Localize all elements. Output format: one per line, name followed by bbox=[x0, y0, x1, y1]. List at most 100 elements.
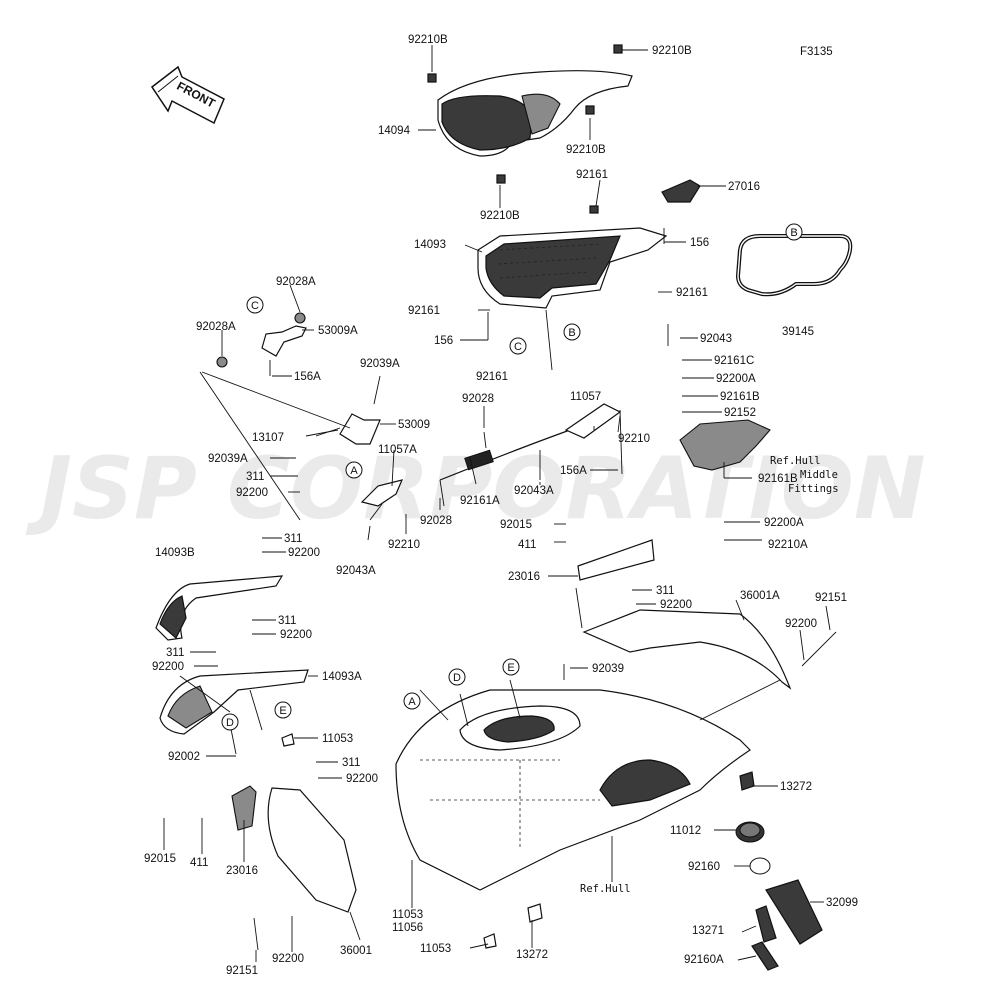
part-11053-clip bbox=[281, 733, 295, 747]
part-label: 36001 bbox=[340, 945, 372, 957]
clip-icon bbox=[585, 105, 595, 115]
part-label: 92039A bbox=[208, 453, 248, 465]
part-label: 92161 bbox=[576, 169, 608, 181]
part-label: 13272 bbox=[780, 781, 812, 793]
part-13272-plate bbox=[739, 771, 755, 791]
part-label: 14093B bbox=[155, 547, 195, 559]
part-label: 92028A bbox=[276, 276, 316, 288]
part-14093-tray bbox=[477, 227, 668, 309]
part-label: 36001A bbox=[740, 590, 780, 602]
bolt-icons bbox=[229, 228, 837, 951]
part-14094-cowl bbox=[437, 70, 633, 157]
part-label: 92210 bbox=[618, 433, 650, 445]
part-label: 92200 bbox=[236, 487, 268, 499]
part-label: 92151 bbox=[226, 965, 258, 977]
part-label: 39145 bbox=[782, 326, 814, 338]
part-label: 92200 bbox=[272, 953, 304, 965]
marker-d-2: D bbox=[221, 713, 239, 731]
part-cable bbox=[439, 429, 571, 481]
part-13272-plate bbox=[527, 903, 543, 923]
part-label: 13271 bbox=[692, 925, 724, 937]
part-label: 92200A bbox=[764, 517, 804, 529]
part-label: 13272 bbox=[516, 949, 548, 961]
part-label: 92210B bbox=[652, 45, 692, 57]
marker-d-1: D bbox=[448, 668, 466, 686]
clip-icon bbox=[589, 205, 599, 214]
svg-text:E: E bbox=[279, 705, 286, 717]
part-label: 92200 bbox=[288, 547, 320, 559]
part-label: 92161 bbox=[476, 371, 508, 383]
marker-a-1: A bbox=[345, 461, 363, 479]
marker-c-1: C bbox=[246, 296, 264, 314]
part-label: 92028A bbox=[196, 321, 236, 333]
part-label: 92043A bbox=[514, 485, 554, 497]
part-label: 92015 bbox=[500, 519, 532, 531]
part-number-labels: 92210B 92210B 14094 92210B 92161 27016 9… bbox=[144, 34, 858, 977]
part-label: 156 bbox=[434, 335, 453, 347]
figure-code: F3135 bbox=[800, 46, 833, 58]
marker-e-2: E bbox=[274, 701, 292, 719]
part-label: 411 bbox=[190, 857, 208, 869]
part-label: 92200 bbox=[280, 629, 312, 641]
svg-text:B: B bbox=[790, 227, 797, 239]
part-label: 92002 bbox=[168, 751, 200, 763]
circle-markers: C B C B C A A D E D E bbox=[221, 223, 803, 731]
part-label: 23016 bbox=[226, 865, 258, 877]
part-label: 11053 bbox=[420, 943, 451, 955]
part-label: 92039A bbox=[360, 358, 400, 370]
part-label: 92200 bbox=[660, 599, 692, 611]
part-label: 311 bbox=[656, 585, 674, 597]
part-23016-bracket bbox=[577, 539, 655, 581]
part-label: 11057A bbox=[378, 444, 417, 456]
part-label: 311 bbox=[284, 533, 302, 545]
part-label: 92043 bbox=[700, 333, 732, 345]
part-label: 411 bbox=[518, 539, 536, 551]
marker-b-2: B bbox=[563, 323, 581, 341]
part-label: 92043A bbox=[336, 565, 376, 577]
part-11057-cover bbox=[564, 403, 622, 439]
part-label: 92210 bbox=[388, 539, 420, 551]
part-label: 156 bbox=[690, 237, 709, 249]
svg-text:B: B bbox=[568, 327, 575, 339]
part-label: 92160 bbox=[688, 861, 720, 873]
svg-text:A: A bbox=[350, 465, 358, 477]
svg-text:Ref.Hull: Ref.Hull bbox=[770, 455, 821, 467]
svg-text:E: E bbox=[507, 662, 514, 674]
part-label: 92161C bbox=[714, 355, 754, 367]
clip-icon bbox=[613, 44, 623, 54]
part-label: 23016 bbox=[508, 571, 540, 583]
svg-text:A: A bbox=[408, 696, 416, 708]
svg-text:Fittings: Fittings bbox=[788, 483, 839, 495]
part-label: 311 bbox=[166, 647, 184, 659]
part-92160-washer bbox=[749, 857, 771, 875]
part-23016-lower-bracket bbox=[231, 785, 257, 831]
part-label: 311 bbox=[342, 757, 360, 769]
part-label: 92151 bbox=[815, 592, 847, 604]
ref-hull-note: Ref.Hull bbox=[580, 883, 631, 895]
marker-b-1: B bbox=[785, 223, 803, 241]
part-label: 14094 bbox=[378, 125, 411, 137]
part-label: 92152 bbox=[724, 407, 756, 419]
part-label: 27016 bbox=[728, 181, 760, 193]
part-label: 92161 bbox=[676, 287, 708, 299]
marker-e-1: E bbox=[502, 658, 520, 676]
part-label: 13107 bbox=[252, 432, 284, 444]
part-label: 92200 bbox=[152, 661, 184, 673]
part-label: 92210B bbox=[566, 144, 606, 156]
part-13271-pad bbox=[755, 905, 777, 943]
part-label: 92015 bbox=[144, 853, 176, 865]
marker-a-2: A bbox=[403, 692, 421, 710]
part-92028a-grommet bbox=[216, 356, 228, 368]
part-53009-bracket bbox=[339, 413, 381, 445]
svg-text:C: C bbox=[514, 341, 522, 353]
svg-text:C: C bbox=[251, 300, 259, 312]
part-label: 11056 bbox=[392, 922, 423, 934]
part-27016-pad bbox=[661, 179, 701, 203]
part-label: 14093A bbox=[322, 671, 362, 683]
part-label: 92210A bbox=[768, 539, 808, 551]
part-label: 92210B bbox=[408, 34, 448, 46]
part-label: 92210B bbox=[480, 210, 520, 222]
part-11057a-cover bbox=[360, 479, 404, 507]
front-direction-icon: FRONT bbox=[150, 65, 225, 125]
